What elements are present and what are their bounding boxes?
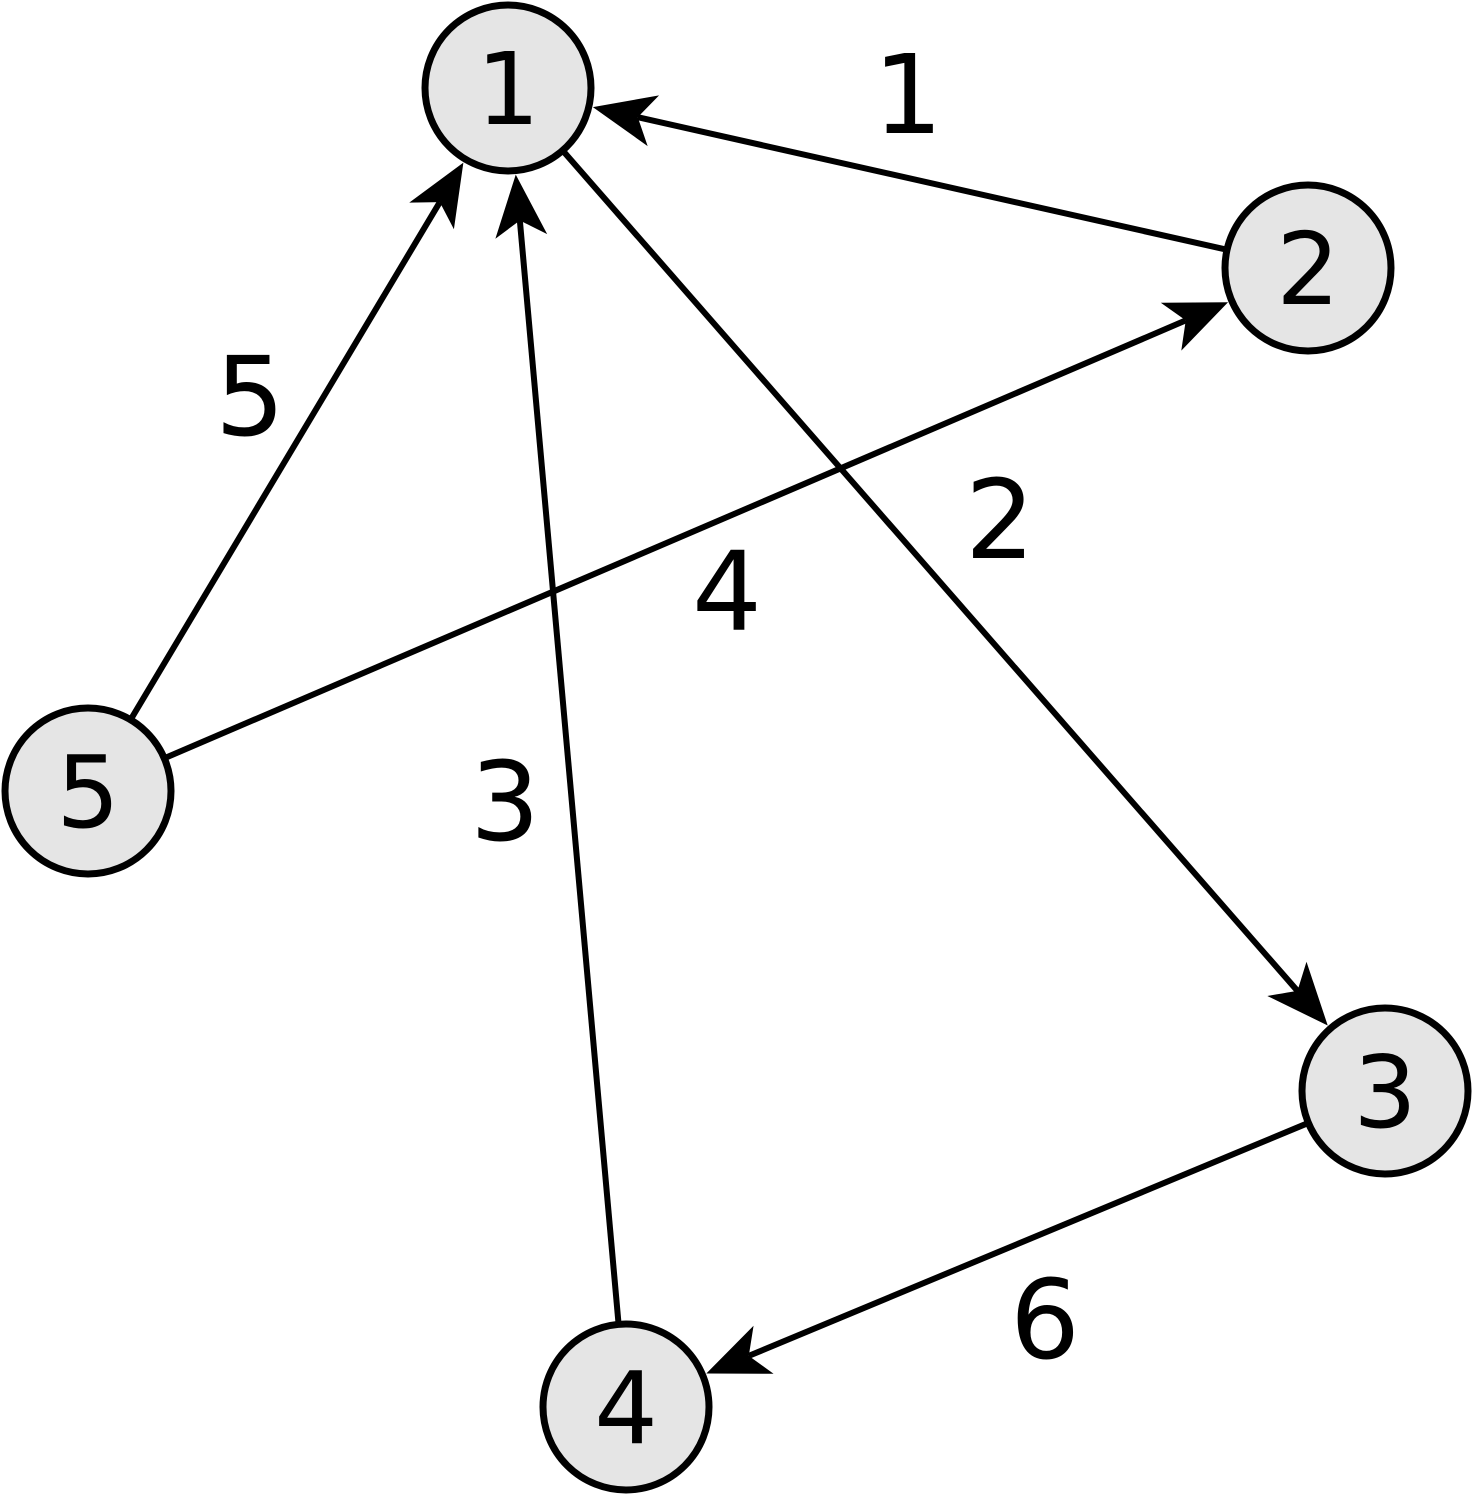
edge-weight-label: 3 [470,738,540,866]
edge-weight-label: 4 [692,528,762,656]
edge-line [164,317,1187,761]
edge-3-to-4 [706,1120,1308,1374]
node-2: 2 [1221,181,1395,355]
edge-weights-layer: 1 2 3 4 5 6 [215,31,1080,1384]
node-1: 1 [421,1,595,175]
node-label: 1 [476,31,540,148]
edge-5-to-2 [164,302,1229,761]
edge-line [516,220,622,1323]
node-label: 2 [1276,211,1340,328]
edge-weight-label: 5 [215,333,285,461]
node-circle [1298,1004,1472,1178]
edge-line [747,1120,1308,1359]
edge-weight-label: 2 [965,456,1035,584]
node-label: 5 [56,734,120,851]
node-circle [1221,181,1395,355]
node-circle [539,1320,713,1494]
edge-weight-label: 1 [873,31,943,159]
arrowhead-icon [495,174,548,239]
node-label: 4 [594,1350,658,1467]
edge-line [561,150,1300,993]
arrowhead-icon [1160,302,1229,351]
node-label: 3 [1353,1034,1417,1151]
edge-1-to-3 [561,150,1328,1026]
node-circle [1,704,175,878]
node-circle [421,1,595,175]
edge-2-to-1 [592,95,1226,253]
edge-weight-label: 6 [1010,1256,1080,1384]
edge-5-to-1 [129,162,464,720]
node-4: 4 [539,1320,713,1494]
node-3: 3 [1298,1004,1472,1178]
edge-line [637,114,1226,253]
arrowhead-icon [592,95,660,147]
edges-layer [129,95,1328,1374]
node-5: 5 [1,704,175,878]
edge-line [129,200,443,720]
arrowhead-icon [706,1325,774,1374]
edge-4-to-1 [495,174,622,1323]
arrowhead-icon [1267,961,1328,1026]
arrowhead-icon [409,162,464,230]
